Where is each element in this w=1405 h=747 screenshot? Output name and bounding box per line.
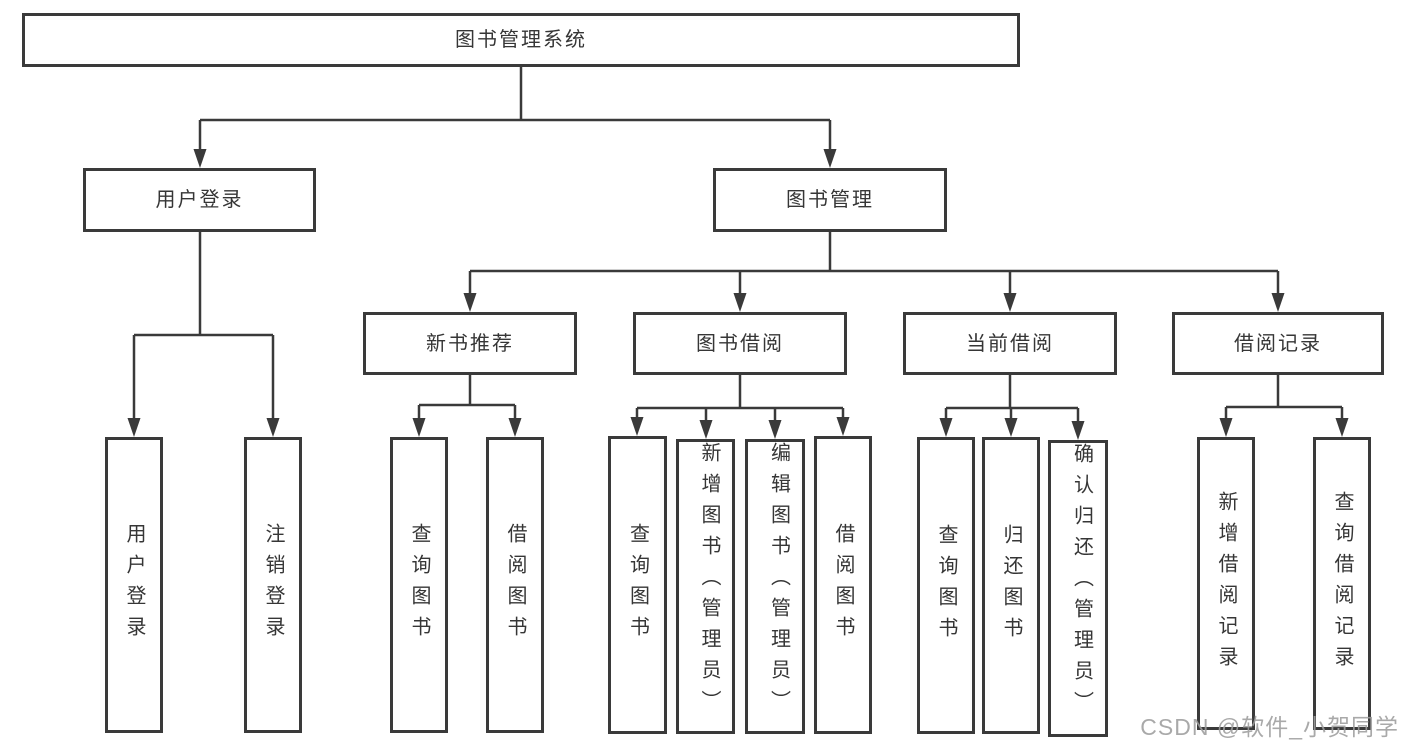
- arrowhead-icon: [1271, 293, 1285, 312]
- arrowhead-icon: [836, 417, 850, 436]
- node-search-books-current: 查询图书: [917, 437, 975, 734]
- node-edit-books-admin: 编辑图书（管理员）: [745, 439, 805, 734]
- arrowhead-icon: [939, 418, 953, 437]
- arrowhead-icon: [630, 417, 644, 436]
- arrowhead-icon: [193, 149, 207, 168]
- node-add-books-admin: 新增图书（管理员）: [676, 439, 735, 734]
- csdn-watermark: CSDN @软件_小贺同学: [1140, 714, 1399, 740]
- arrowhead-icon: [1004, 418, 1018, 437]
- node-borrow-books-recommend: 借阅图书: [486, 437, 544, 733]
- arrowhead-icon: [1219, 418, 1233, 437]
- arrowhead-icon: [768, 420, 782, 439]
- node-search-books-borrowing: 查询图书: [608, 436, 667, 734]
- arrowhead-icon: [1071, 421, 1085, 440]
- node-search-borrow-record: 查询借阅记录: [1313, 437, 1371, 730]
- arrowhead-icon: [1335, 418, 1349, 437]
- node-add-borrow-record: 新增借阅记录: [1197, 437, 1255, 730]
- node-borrow-books-borrowing: 借阅图书: [814, 436, 872, 734]
- node-return-books: 归还图书: [982, 437, 1040, 734]
- arrowhead-icon: [699, 420, 713, 439]
- node-user-login: 用户登录: [83, 168, 316, 232]
- node-confirm-return-admin: 确认归还（管理员）: [1048, 440, 1108, 737]
- node-book-management: 图书管理: [713, 168, 947, 232]
- node-borrow-records: 借阅记录: [1172, 312, 1384, 375]
- arrowhead-icon: [463, 293, 477, 312]
- arrowhead-icon: [412, 418, 426, 437]
- node-root: 图书管理系统: [22, 13, 1020, 67]
- node-user-login-op: 用户登录: [105, 437, 163, 733]
- node-new-book-recommend: 新书推荐: [363, 312, 577, 375]
- node-search-books-recommend: 查询图书: [390, 437, 448, 733]
- arrowhead-icon: [1003, 293, 1017, 312]
- arrowhead-icon: [823, 149, 837, 168]
- node-current-borrowing: 当前借阅: [903, 312, 1117, 375]
- arrowhead-icon: [508, 418, 522, 437]
- arrowhead-icon: [266, 418, 280, 437]
- node-book-borrowing: 图书借阅: [633, 312, 847, 375]
- arrowhead-icon: [733, 293, 747, 312]
- arrowhead-icon: [127, 418, 141, 437]
- node-logout-op: 注销登录: [244, 437, 302, 733]
- connector-path: [132, 67, 1344, 424]
